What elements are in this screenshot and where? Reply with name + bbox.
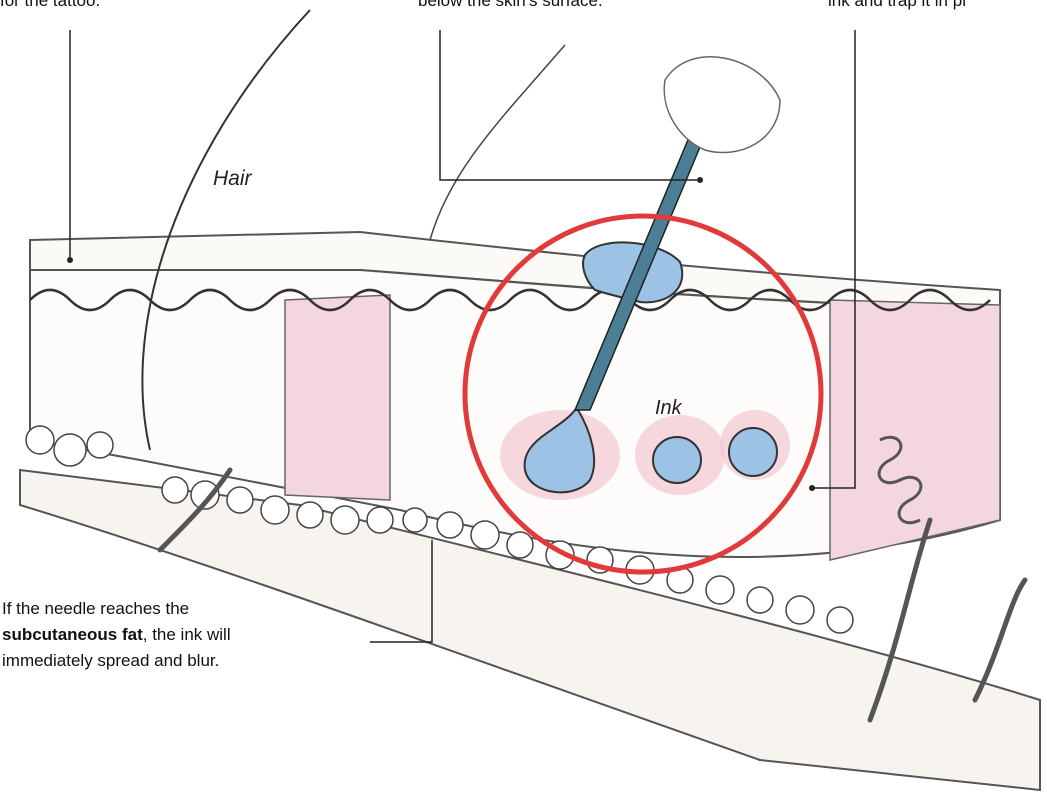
dermis-panel-pink-1 (285, 295, 390, 500)
ink-droplet (729, 428, 777, 476)
fat-note-bold: subcutaneous fat (2, 625, 143, 644)
leader-dot (697, 177, 703, 183)
leader-dot (67, 257, 73, 263)
subcutaneous-fat-note: If the needle reaches the subcutaneous f… (2, 596, 362, 674)
top-left-caption: for the tattoo. (0, 0, 100, 14)
fat-note-line2: , the ink will (143, 625, 231, 644)
top-middle-caption: below the skin's surface. (418, 0, 603, 14)
leader-dot (809, 485, 815, 491)
hair-strand (430, 45, 565, 240)
fat-note-line3: immediately spread and blur. (2, 651, 219, 670)
ink-droplet (653, 437, 701, 483)
needle-grip (664, 57, 780, 153)
hair-label: Hair (213, 166, 252, 192)
top-right-caption: ink and trap it in pl (828, 0, 966, 14)
fat-note-line1: If the needle reaches the (2, 599, 189, 618)
ink-label: Ink (655, 395, 682, 421)
